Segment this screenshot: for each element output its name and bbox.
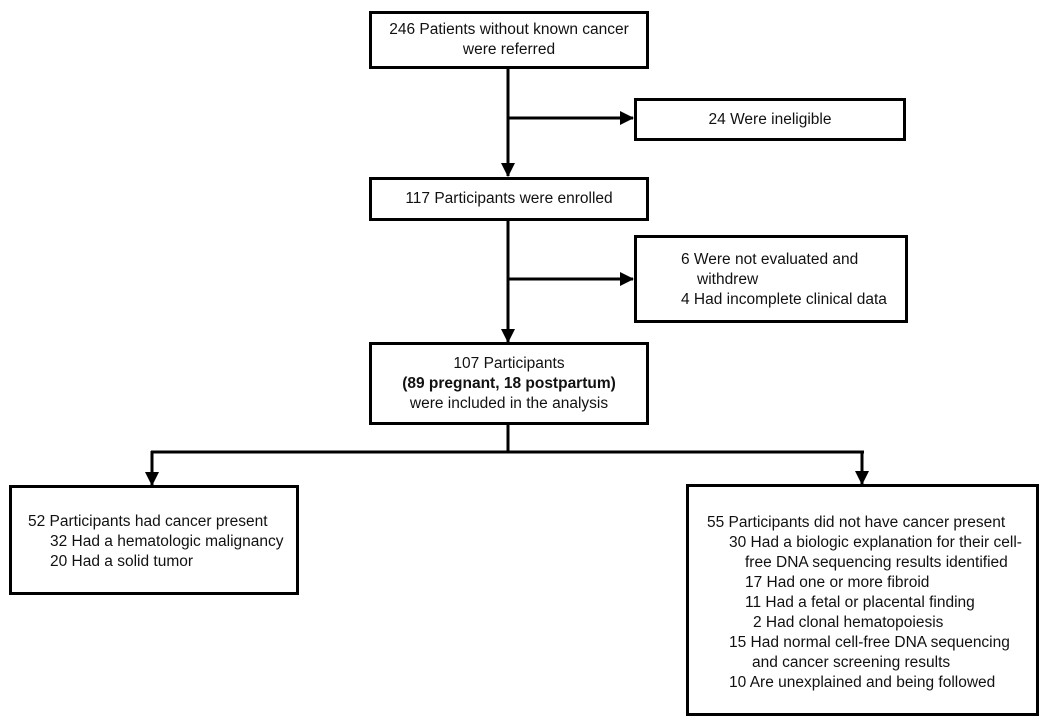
box-text: 55 Participants did not have cancer pres… xyxy=(707,514,1006,531)
box-text: were included in the analysis xyxy=(409,394,609,412)
box-ineligible: 24 Were ineligible xyxy=(634,98,906,141)
box-text: 24 Were ineligible xyxy=(708,110,832,128)
box-text: 246 Patients without known cancer xyxy=(389,21,629,38)
box-text: withdrew xyxy=(697,271,759,288)
box-included: 107 Participants (89 pregnant, 18 postpa… xyxy=(369,342,649,425)
box-referred: 246 Patients without known cancer were r… xyxy=(369,11,649,69)
box-text: 52 Participants had cancer present xyxy=(28,513,268,530)
box-text: 2 Had clonal hematopoiesis xyxy=(753,614,944,631)
box-text: were referred xyxy=(462,41,556,58)
box-text: 10 Are unexplained and being followed xyxy=(729,674,996,691)
box-text: (89 pregnant, 18 postpartum) xyxy=(402,374,616,392)
box-text: 32 Had a hematologic malignancy xyxy=(50,533,284,550)
box-text: 15 Had normal cell-free DNA sequencing xyxy=(729,634,1010,651)
box-excluded: 6 Were not evaluated and withdrew 4 Had … xyxy=(634,235,908,323)
box-text: 17 Had one or more fibroid xyxy=(745,574,930,591)
box-text: 30 Had a biologic explanation for their … xyxy=(729,534,1022,551)
box-no-cancer: 55 Participants did not have cancer pres… xyxy=(686,484,1039,716)
box-text: 20 Had a solid tumor xyxy=(50,553,194,570)
box-cancer-present: 52 Participants had cancer present 32 Ha… xyxy=(9,485,299,595)
box-text: 107 Participants xyxy=(453,354,565,372)
box-text: 6 Were not evaluated and xyxy=(681,251,859,268)
box-text: 11 Had a fetal or placental finding xyxy=(745,594,975,611)
box-text: 4 Had incomplete clinical data xyxy=(681,291,887,308)
box-text: and cancer screening results xyxy=(752,654,951,671)
box-text: free DNA sequencing results identified xyxy=(745,554,1008,571)
box-text: 117 Participants were enrolled xyxy=(405,190,613,207)
box-enrolled: 117 Participants were enrolled xyxy=(369,177,649,221)
